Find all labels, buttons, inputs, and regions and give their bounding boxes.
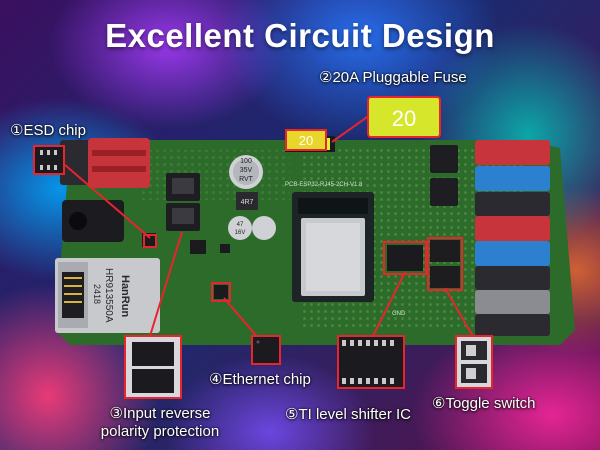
jack-model-text: HR913550A [103, 268, 114, 323]
svg-text:100: 100 [240, 158, 252, 165]
fuse-zoom: 20 20 [285, 96, 441, 151]
callout-reverse-polarity: ③Input reverse polarity protection [80, 405, 240, 441]
callout-ethernet-chip: ④Ethernet chip [209, 371, 311, 388]
capacitor-small: 47 16V [228, 216, 276, 240]
input-power-connector [60, 138, 150, 188]
input-mosfets [166, 173, 200, 231]
callout-reverse-line1: ③Input reverse [109, 405, 211, 422]
fuse-board-value: 20 [299, 133, 313, 148]
svg-text:35V: 35V [240, 167, 253, 174]
small-ic [220, 244, 230, 253]
callout-toggle-switch: ⑥Toggle switch [432, 395, 536, 412]
level-shifter-zoom [337, 335, 405, 389]
svg-text:4R7: 4R7 [241, 199, 254, 206]
ethernet-chip-zoom [251, 335, 281, 365]
svg-text:RVT: RVT [239, 176, 254, 183]
fuse-zoom-value: 20 [392, 106, 416, 131]
callout-lines [64, 114, 475, 341]
inductor: 4R7 [236, 192, 258, 210]
capacitor-large: 100 35V RVT [229, 155, 263, 189]
toggle-switch-on-board [430, 240, 460, 262]
page-title: Excellent Circuit Design [105, 17, 495, 54]
dc-barrel-jack [62, 200, 124, 242]
callout-fuse: ②20A Pluggable Fuse [319, 69, 467, 86]
callout-reverse-line2: polarity protection [100, 423, 220, 440]
toggle-switch-zoom [455, 335, 493, 389]
esp32-module [292, 192, 374, 302]
toggle-switch-on-board [430, 266, 460, 288]
right-mosfet [430, 145, 458, 173]
ethernet-chip-on-board [214, 285, 228, 299]
callout-level-shifter: ⑤TI level shifter IC [285, 406, 411, 423]
gnd-text: GND [392, 311, 406, 317]
reverse-polarity-zoom [124, 335, 182, 399]
rj45-jack: HanRun HR913550A 2418 [55, 258, 160, 333]
esd-chip [142, 233, 156, 247]
esd-chip-zoom [33, 145, 65, 175]
svg-text:16V: 16V [235, 230, 246, 236]
small-ic [190, 240, 206, 254]
output-terminals [475, 140, 550, 336]
svg-text:47: 47 [237, 222, 244, 228]
silkscreen-text: PCB-ESP32-RJ45-2CH-V1.8 [285, 182, 363, 188]
callout-esd-chip: ①ESD chip [10, 122, 86, 139]
level-shifter-on-board [387, 245, 423, 271]
right-mosfet [430, 178, 458, 206]
jack-code-text: 2418 [92, 284, 102, 304]
jack-brand-text: HanRun [119, 275, 131, 317]
